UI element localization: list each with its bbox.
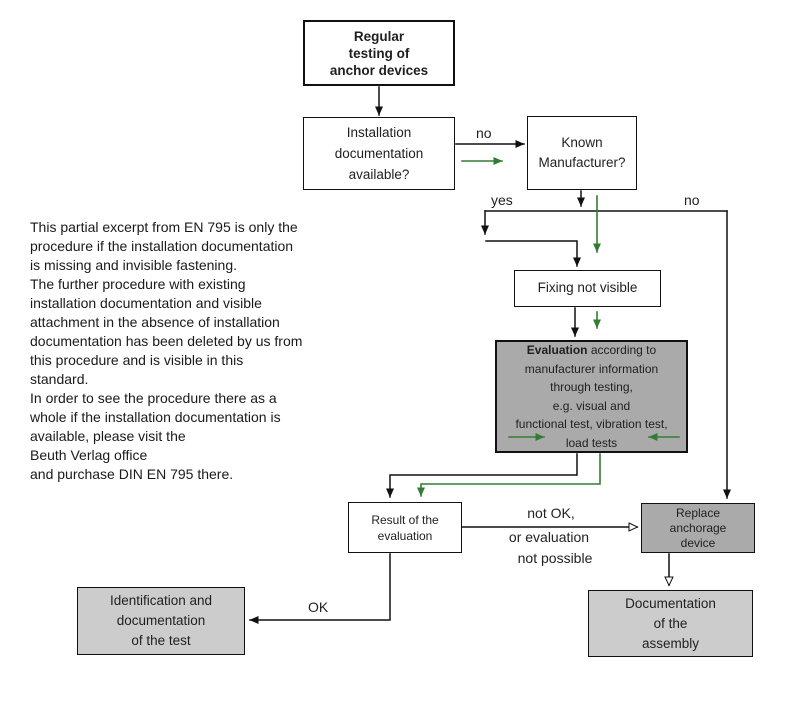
label-or-evaluation: or evaluation xyxy=(508,529,590,545)
green-arrow-evaluation-to-result xyxy=(417,453,601,497)
node-regular-testing: Regular testing of anchor devices xyxy=(303,20,455,86)
node-identification-documentation-test: Identification and documentation of the … xyxy=(77,587,245,655)
edge-evaluation-to-result xyxy=(386,453,578,498)
label-yes: yes xyxy=(491,192,513,208)
label-not-possible: not possible xyxy=(517,550,593,566)
note-paragraph: This partial excerpt from EN 795 is only… xyxy=(30,219,303,482)
evaluation-title-rest: according to xyxy=(587,343,657,357)
label-ok: OK xyxy=(308,599,329,615)
node-evaluation: Evaluation according to manufacturer inf… xyxy=(495,340,688,453)
evaluation-body: manufacturer information through testing… xyxy=(515,361,668,450)
label-no-top: no xyxy=(476,125,492,141)
node-replace-anchorage-device: Replace anchorage device xyxy=(641,503,755,553)
node-installation-documentation: Installation documentation available? xyxy=(303,117,455,190)
node-result-of-evaluation: Result of the evaluation xyxy=(348,502,462,553)
node-fixing-not-visible: Fixing not visible xyxy=(514,270,661,307)
fixing-label: Fixing not visible xyxy=(537,280,638,296)
label-no-right: no xyxy=(684,192,700,208)
node-documentation-of-assembly: Documentation of the assembly xyxy=(588,590,753,657)
edge-yes-to-fixing xyxy=(485,240,581,267)
evaluation-title-bold: Evaluation xyxy=(526,343,588,357)
evaluation-title-line: Evaluation according to xyxy=(527,341,656,360)
label-not-ok: not OK, xyxy=(527,505,575,521)
node-known-manufacturer: Known Manufacturer? xyxy=(527,116,637,190)
